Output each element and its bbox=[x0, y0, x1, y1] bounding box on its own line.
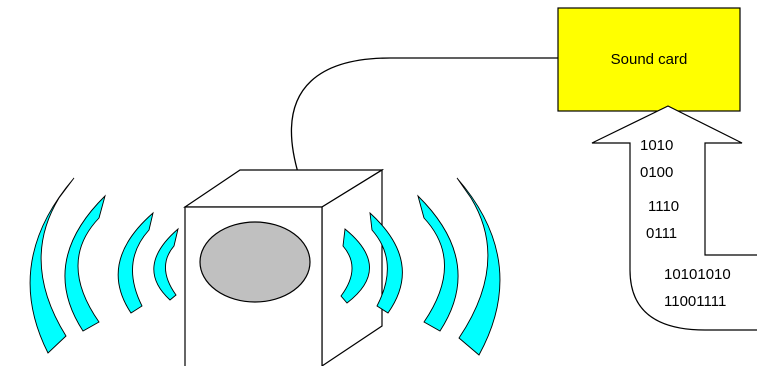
sound-wave-right-3 bbox=[417, 194, 459, 332]
bits-0111: 0111 bbox=[646, 225, 677, 242]
binary-data: 1010 0100 1110 0111 10101010 11001111 bbox=[640, 137, 731, 310]
sound-wave-right-1 bbox=[340, 228, 370, 304]
sound-wave-right-4 bbox=[456, 177, 501, 356]
sound-waves-left bbox=[29, 177, 179, 354]
sound-wave-right-2 bbox=[369, 211, 403, 314]
data-arrow bbox=[591, 105, 757, 331]
sound-card: Sound card bbox=[557, 7, 741, 112]
speaker bbox=[183, 168, 385, 366]
speaker-cable bbox=[290, 57, 558, 177]
sound-card-box bbox=[557, 7, 741, 112]
speaker-cone bbox=[199, 221, 311, 303]
sound-wave-left-3 bbox=[64, 194, 106, 332]
sound-wave-left-1 bbox=[153, 227, 179, 301]
sound-waves-right bbox=[340, 177, 501, 356]
bits-11001111: 11001111 bbox=[664, 293, 726, 310]
bits-0100: 0100 bbox=[640, 164, 673, 181]
bits-1010: 1010 bbox=[640, 137, 673, 154]
sound-wave-left-4 bbox=[29, 177, 75, 354]
bits-10101010: 10101010 bbox=[664, 266, 731, 283]
sound-wave-left-2 bbox=[117, 211, 154, 314]
sound-card-label: Sound card bbox=[611, 51, 688, 68]
bits-1110: 1110 bbox=[648, 198, 679, 215]
